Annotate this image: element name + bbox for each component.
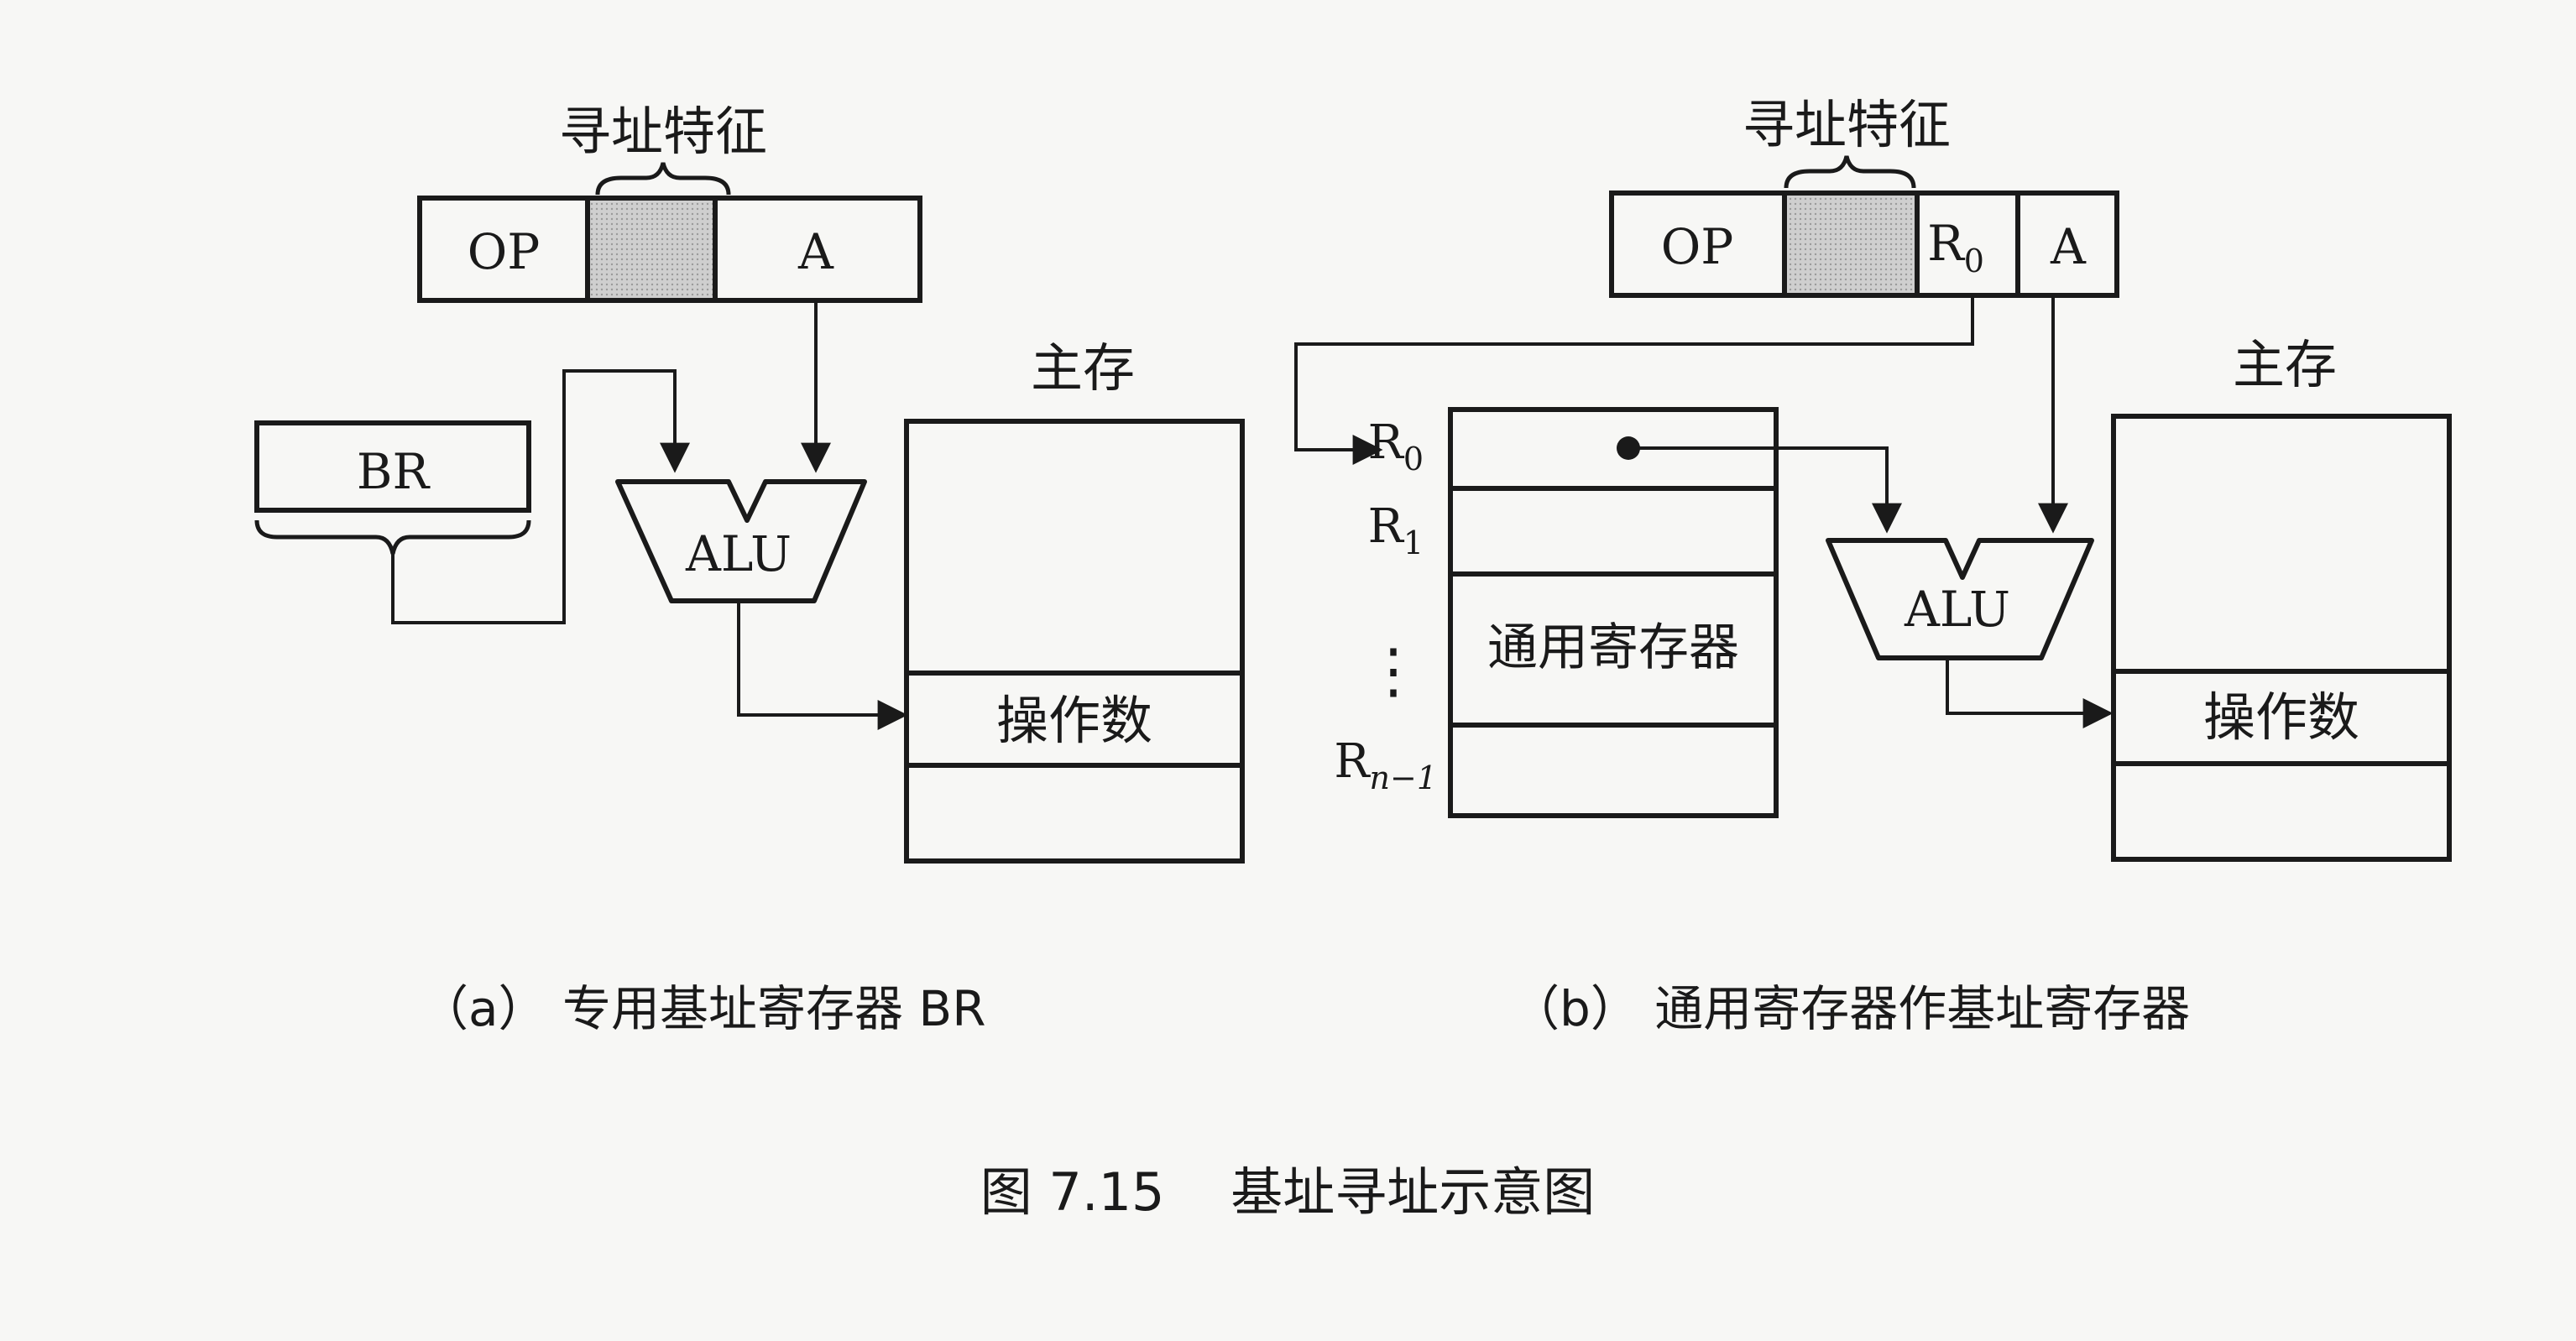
main-memory-a: 操作数 <box>904 419 1245 864</box>
alu-label-b: ALU <box>1904 581 2010 638</box>
general-register-file: 通用寄存器 <box>1448 407 1779 818</box>
panel-a: 寻址特征 OP A BR ALU 主存 <box>254 101 1245 1037</box>
addressing-feature-label-b: 寻址特征 <box>1743 94 1951 155</box>
operand-label-a: 操作数 <box>996 690 1152 751</box>
caption-b: （b） 通用寄存器作基址寄存器 <box>1511 980 2190 1037</box>
alu-to-operand-arrow-a <box>737 601 908 730</box>
instruction-word-b: OP R0 A <box>1609 190 2119 298</box>
r0-to-alu-arrow <box>1628 446 1902 534</box>
main-memory-b: 操作数 <box>2111 414 2452 862</box>
instruction-word-a: OP A <box>417 196 922 303</box>
op-field-b: OP <box>1661 218 1734 275</box>
alu-label-a: ALU <box>685 525 792 582</box>
addressing-feature-label-a: 寻址特征 <box>559 101 767 162</box>
figure-caption: 图 7.15 基址寻址示意图 <box>980 1161 1596 1223</box>
addressing-feature-field-a <box>590 201 713 298</box>
address-field-a: A <box>797 223 834 280</box>
alu-b: ALU <box>1826 538 2094 660</box>
addressing-feature-field-b <box>1787 196 1915 293</box>
br-label: BR <box>357 443 431 500</box>
br-brace <box>254 519 531 555</box>
register-label-rn-1: Rn−1 <box>1334 734 1437 796</box>
reg-field-to-r0-arrow <box>1294 295 1974 465</box>
caption-a: （a） 专用基址寄存器 BR <box>420 980 986 1037</box>
panel-b: 寻址特征 OP R0 A R0 R1 ⋮ Rn−1 通用寄存器 <box>1294 94 2452 1037</box>
register-label-r0: R0 <box>1368 415 1424 477</box>
addressing-feature-brace-b <box>1784 155 1916 189</box>
register-dots: ⋮ <box>1363 635 1424 706</box>
operand-label-b: 操作数 <box>2203 686 2359 748</box>
alu-to-operand-arrow-b <box>1946 658 2114 728</box>
alu-a: ALU <box>615 479 867 603</box>
main-memory-title-a: 主存 <box>1031 337 1135 399</box>
register-label-r1: R1 <box>1368 499 1424 561</box>
register-field-b: R0 <box>1927 215 1984 279</box>
addressing-feature-brace-a <box>595 162 731 196</box>
address-field-b: A <box>2050 218 2087 275</box>
main-memory-title-b: 主存 <box>2233 334 2337 395</box>
base-register-br: BR <box>254 420 531 555</box>
br-to-alu-arrow <box>391 369 690 624</box>
general-register-label: 通用寄存器 <box>1487 618 1739 677</box>
op-field-a: OP <box>468 223 541 280</box>
